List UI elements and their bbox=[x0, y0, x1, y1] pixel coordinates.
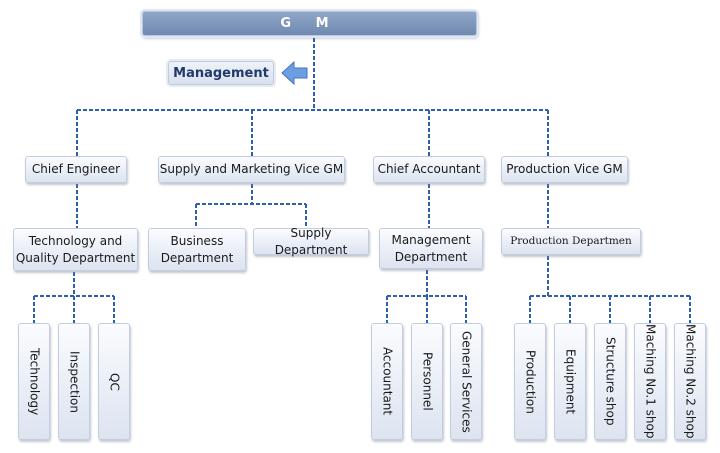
production-vice-gm-box[interactable]: Production Vice GM bbox=[501, 156, 628, 183]
chief-engineer-box[interactable]: Chief Engineer bbox=[25, 156, 127, 183]
general-services-label: General Services bbox=[459, 330, 474, 433]
accountant-label: Accountant bbox=[380, 347, 395, 416]
management-box[interactable]: Management bbox=[168, 61, 274, 85]
production-dept-label: Production Departmen bbox=[510, 235, 632, 247]
connector-level1-bus bbox=[76, 109, 549, 156]
business-dept-label: Business Department bbox=[160, 233, 234, 265]
qc-box[interactable]: QC bbox=[98, 323, 130, 440]
connector-supply-marketing bbox=[195, 184, 307, 228]
supply-dept-box[interactable]: Supply Department bbox=[253, 226, 369, 257]
management-label: Management bbox=[173, 65, 269, 81]
technology-label: Technology bbox=[27, 347, 42, 416]
general-services-box[interactable]: General Services bbox=[450, 323, 482, 440]
maching-no1-shop-box[interactable]: Maching No.1 shop bbox=[634, 323, 666, 440]
arrow-left-icon bbox=[281, 60, 308, 86]
inspection-label: Inspection bbox=[67, 350, 82, 413]
production-dept-box[interactable]: Production Departmen bbox=[501, 228, 641, 255]
business-dept-box[interactable]: Business Department bbox=[148, 228, 246, 271]
connector-tech-quality bbox=[33, 272, 115, 323]
production-vice-gm-label: Production Vice GM bbox=[506, 162, 623, 176]
management-dept-label: Management Department bbox=[391, 232, 471, 264]
connector-production-dept bbox=[529, 256, 691, 323]
chief-engineer-label: Chief Engineer bbox=[31, 162, 121, 176]
maching-no2-shop-box[interactable]: Maching No.2 shop bbox=[674, 323, 706, 440]
production-box[interactable]: Production bbox=[514, 323, 546, 440]
supply-marketing-vice-gm-box[interactable]: Supply and Marketing Vice GM bbox=[158, 156, 345, 183]
supply-marketing-vice-gm-label: Supply and Marketing Vice GM bbox=[159, 162, 344, 176]
production-label: Production bbox=[523, 349, 538, 414]
equipment-box[interactable]: Equipment bbox=[554, 323, 586, 440]
technology-box[interactable]: Technology bbox=[18, 323, 50, 440]
tech-quality-dept-label: Technology and Quality Department bbox=[15, 233, 136, 265]
chief-accountant-label: Chief Accountant bbox=[377, 162, 481, 176]
management-dept-box[interactable]: Management Department bbox=[379, 228, 483, 269]
supply-dept-label: Supply Department bbox=[274, 225, 348, 257]
accountant-box[interactable]: Accountant bbox=[371, 323, 403, 440]
gm-box[interactable]: G M bbox=[142, 11, 477, 36]
chief-accountant-box[interactable]: Chief Accountant bbox=[373, 156, 485, 183]
qc-label: QC bbox=[107, 372, 122, 391]
equipment-label: Equipment bbox=[563, 348, 578, 415]
maching-no2-shop-label: Maching No.2 shop bbox=[683, 324, 698, 439]
personnel-box[interactable]: Personnel bbox=[411, 323, 443, 440]
gm-label: G M bbox=[280, 16, 339, 31]
maching-no1-shop-label: Maching No.1 shop bbox=[643, 324, 658, 439]
inspection-box[interactable]: Inspection bbox=[58, 323, 90, 440]
structure-shop-label: Structure shop bbox=[603, 337, 618, 426]
structure-shop-box[interactable]: Structure shop bbox=[594, 323, 626, 440]
connector-management-dept bbox=[386, 270, 467, 323]
tech-quality-dept-box[interactable]: Technology and Quality Department bbox=[13, 228, 138, 271]
personnel-label: Personnel bbox=[420, 352, 435, 411]
